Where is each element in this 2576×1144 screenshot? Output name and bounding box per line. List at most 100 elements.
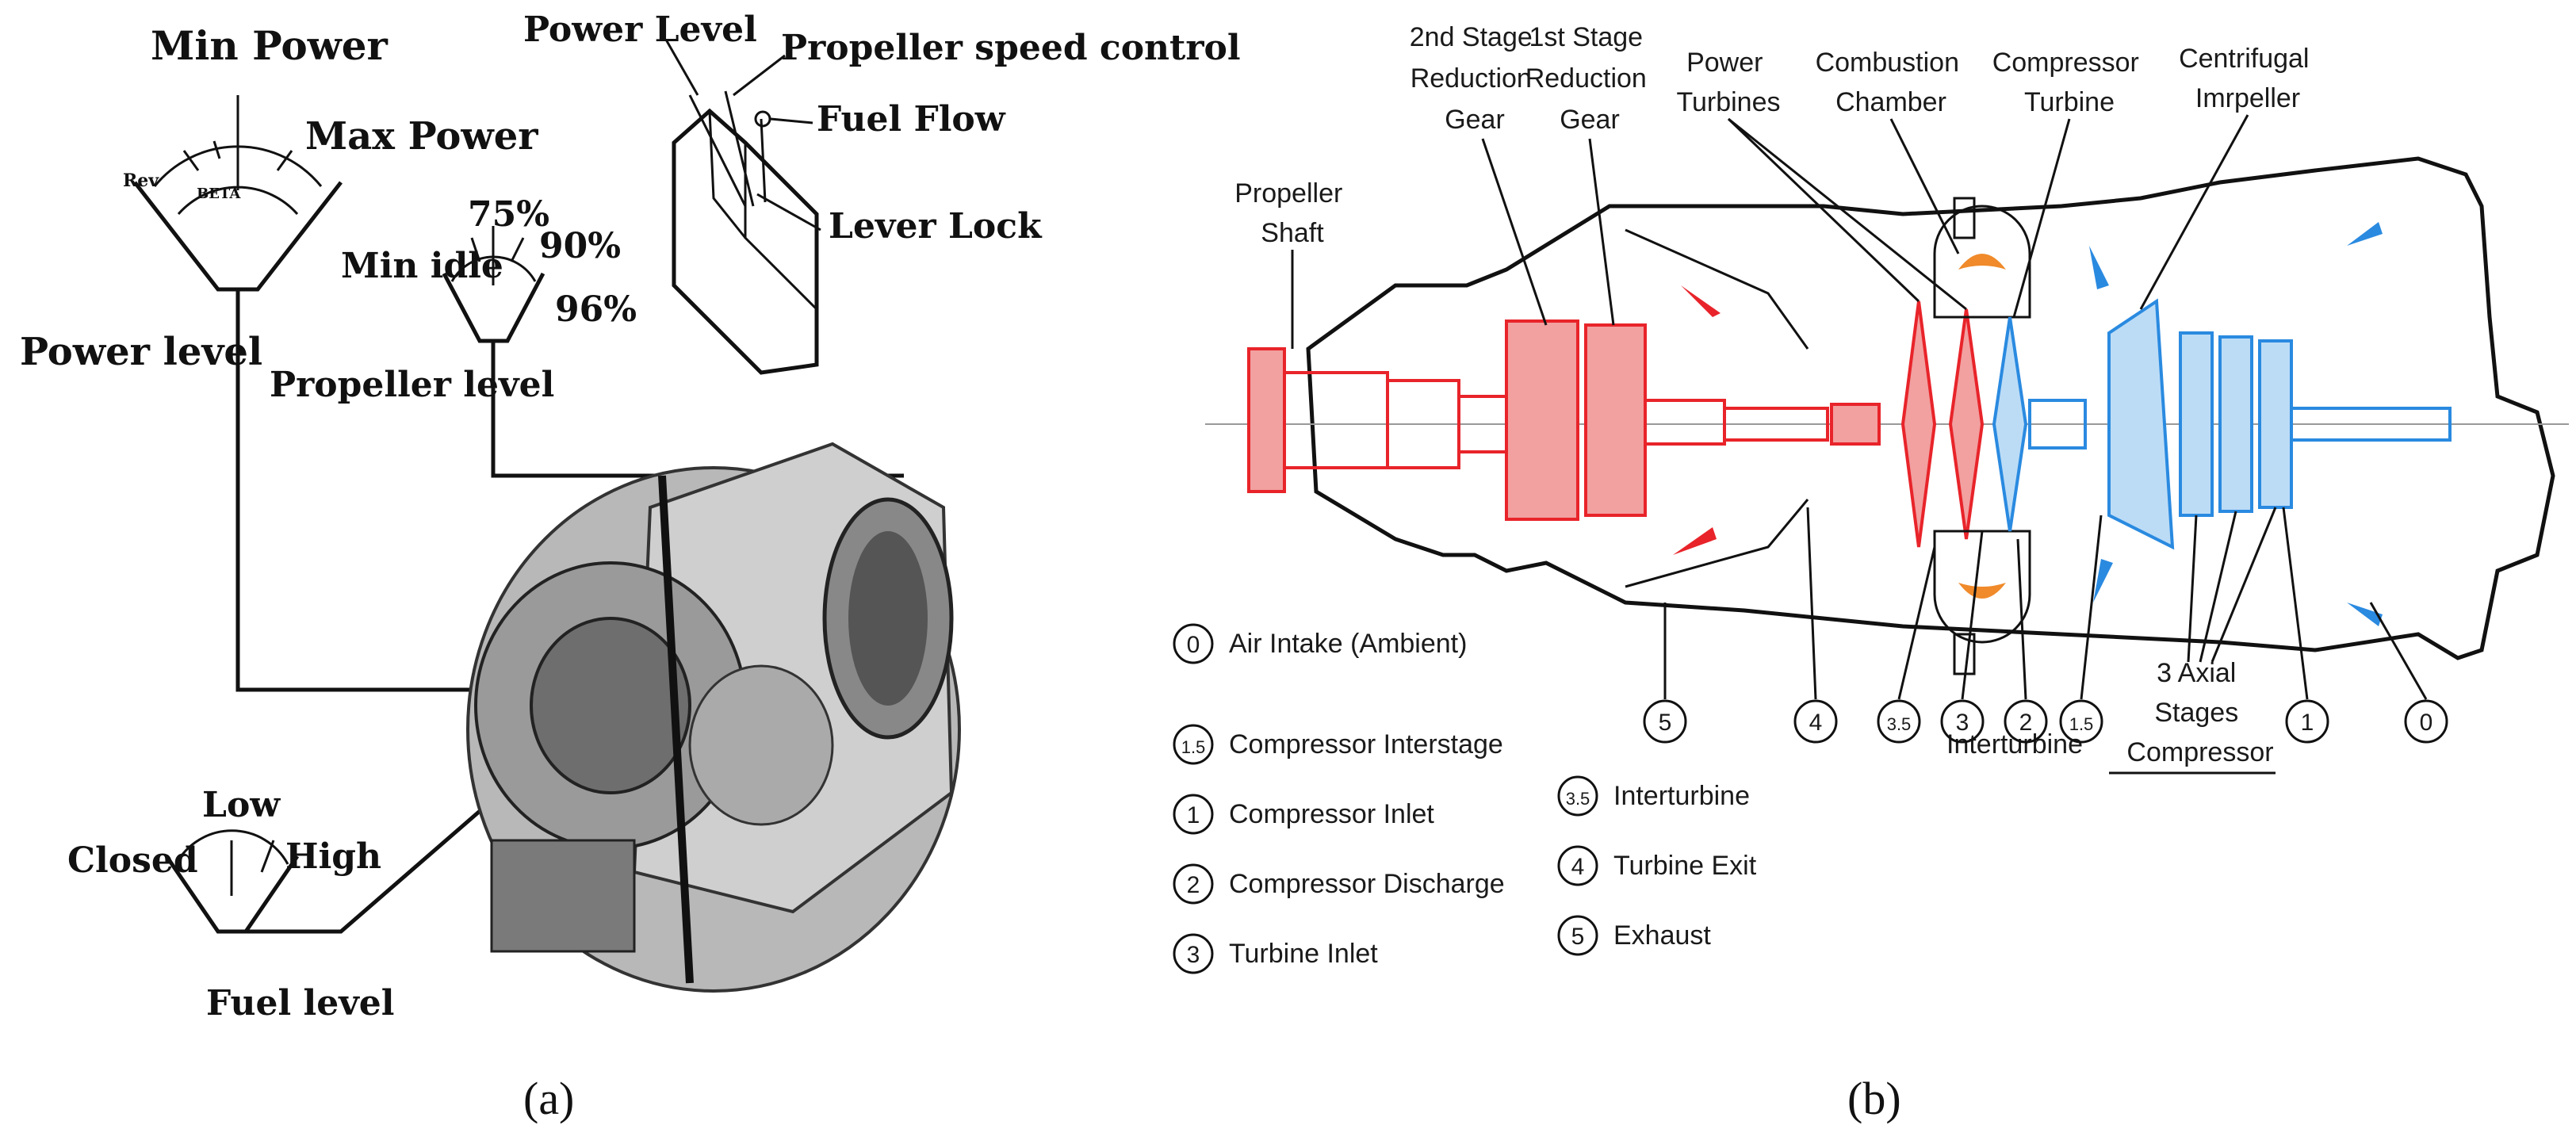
station-marker-circle	[1877, 699, 1921, 744]
fuel-level-label: Fuel level	[206, 983, 394, 1023]
interturbine-inline-label: Interturbine	[1946, 729, 2083, 759]
compressor-shaft	[2028, 399, 2087, 450]
cold-section	[1992, 222, 2452, 626]
propeller-lever	[724, 90, 755, 207]
legend-circle	[1173, 623, 1214, 664]
panel-b: 2nd Stage Reduction Gear 1st Stage Reduc…	[1173, 22, 2569, 1124]
station-marker-label: 4	[1809, 710, 1823, 736]
legend-circle	[1173, 724, 1214, 765]
station-marker-label: 1.5	[2069, 714, 2094, 734]
max-power-label: Max Power	[305, 114, 538, 159]
legend-text: Turbine Inlet	[1229, 939, 1378, 969]
fuel-gauge: Low Closed High Fuel level	[67, 785, 394, 1023]
lever-knob	[754, 110, 771, 128]
accessory-shaft	[2290, 407, 2452, 442]
legend-circle	[1557, 845, 1598, 886]
beta-label: BETA	[197, 186, 241, 202]
station-marker-circle	[2285, 699, 2329, 744]
combustor-upper	[1933, 205, 2031, 319]
axial-stage-1	[2179, 331, 2214, 517]
throttle-quadrant: Power Level Propeller speed control Fuel…	[523, 10, 1241, 375]
flame-lower	[1958, 583, 2006, 599]
intake-arrow-upper	[2347, 222, 2383, 246]
legend-circle	[1557, 915, 1598, 956]
station-marker-label: 2	[2019, 710, 2033, 736]
axial-stage-3	[2258, 339, 2293, 509]
legend-text: Turbine Exit	[1613, 851, 1757, 881]
high-label: High	[285, 836, 381, 877]
legend-circle	[1557, 775, 1598, 817]
fuel-flow-label: Fuel Flow	[817, 99, 1006, 140]
power-gauge-tick	[182, 150, 200, 171]
leader-stage1	[1588, 138, 1615, 326]
component-labels: 2nd Stage Reduction Gear 1st Stage Reduc…	[1234, 22, 2317, 775]
throttle-housing	[672, 108, 819, 375]
min-power-label: Min Power	[151, 22, 389, 69]
station-marker-circle	[1643, 699, 1687, 744]
exhaust-duct-upper	[1625, 228, 1809, 350]
legend-circle	[1173, 794, 1214, 835]
leader-impeller	[2139, 114, 2249, 310]
station-leader	[2369, 602, 2428, 700]
flow-arrow-red-lower	[1673, 527, 1717, 555]
fuel-lever	[760, 118, 767, 203]
lever-lock-label: Lever Lock	[829, 206, 1043, 247]
legend-id: 5	[1571, 924, 1585, 950]
station-marker-label: 3	[1956, 710, 1969, 736]
station-leader	[2080, 515, 2103, 700]
leader-stage2	[1481, 138, 1548, 326]
p96-label: 96%	[555, 289, 637, 330]
casing-outline	[1306, 156, 2555, 660]
leader-axial-1	[2187, 515, 2198, 663]
centrifugal-impeller-label: Centrifugal Imrpeller	[2179, 44, 2317, 113]
propeller-level-label: Propeller level	[270, 365, 554, 405]
power-turbine-shaft	[1723, 407, 1829, 442]
station-marker-circle	[2404, 699, 2448, 744]
legend-text: Exhaust	[1613, 920, 1711, 951]
p75-label: 75%	[468, 194, 549, 235]
hot-section	[1247, 285, 1985, 555]
first-stage-gear	[1584, 323, 1647, 517]
legend-id: 4	[1571, 854, 1585, 880]
power-level-label: Power level	[20, 330, 262, 374]
flame-upper	[1958, 254, 2006, 270]
power-turbine-1	[1900, 300, 1937, 548]
propeller-gauge-tick	[510, 237, 525, 262]
panel-a: Min Power Max Power Rev BETA Power level…	[20, 10, 1241, 1124]
station-leader	[1806, 507, 1817, 700]
p90-label: 90%	[539, 226, 621, 266]
igniter-upper	[1953, 197, 1976, 239]
legend-id: 2	[1187, 872, 1200, 898]
axial-stages-label: 3 Axial Stages Compressor	[2126, 658, 2273, 767]
leader-combustion	[1889, 118, 1960, 254]
leader-axial-3	[2210, 507, 2277, 663]
engine-compressor-case	[688, 664, 834, 826]
legend-circle	[1173, 863, 1214, 905]
engine-casing	[1205, 156, 2569, 660]
combustor-lower	[1933, 530, 2031, 644]
power-turbine-2	[1948, 308, 1985, 540]
station-marker-label: 1	[2301, 710, 2314, 736]
propeller-speed-leader	[733, 54, 786, 97]
compressor-turbine-label: Compressor Turbine	[1992, 48, 2147, 117]
legend-text: Interturbine	[1613, 781, 1750, 811]
legend-circle	[1173, 933, 1214, 974]
power-gauge-tick	[212, 140, 221, 159]
compressor-turbine-disk	[1992, 316, 2028, 532]
exhaust-duct-lower	[1625, 499, 1809, 588]
intake-arrow-lower	[2347, 603, 2383, 626]
station-marker-circle	[2059, 699, 2103, 744]
gear-shaft	[1644, 399, 1726, 446]
fuel-flow-leader	[770, 117, 813, 124]
legend-text: Compressor Discharge	[1229, 869, 1505, 899]
station-leader	[2282, 507, 2309, 700]
legend-id: 1.5	[1181, 737, 1206, 757]
station-marker-label: 5	[1659, 710, 1672, 736]
power-level-quadrant-label: Power Level	[523, 10, 757, 50]
fuel-gauge-arc	[174, 829, 289, 865]
stage2-gear-label: 2nd Stage Reduction Gear	[1410, 22, 1540, 135]
centrifugal-impeller	[2107, 298, 2175, 550]
legend-text: Air Intake (Ambient)	[1229, 629, 1467, 659]
